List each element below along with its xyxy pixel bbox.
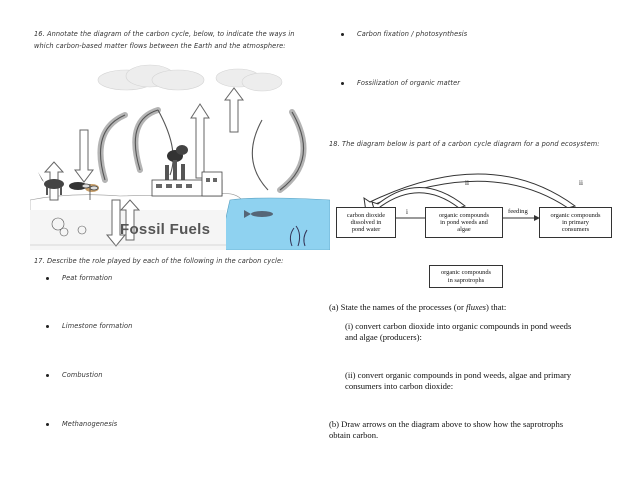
q18-part-a: (a) State the names of the processes (or… [329,302,506,312]
box-carbon-dioxide: carbon dioxide dissolved in pond water [336,207,396,238]
bullet-icon [341,81,344,85]
label-ii-left: ii [465,179,469,187]
fish-illustration [244,210,273,218]
part-b-line: (b) Draw arrows on the diagram above to … [329,419,564,429]
decomposers-illustration [51,217,87,237]
q17-item-peat: Peat formation [62,274,113,282]
q18-part-a-ii: (ii) convert organic compounds in pond w… [345,370,571,392]
plant-illustration [81,183,99,200]
part-a-i-line: (i) convert carbon dioxide into organic … [345,321,572,331]
part-a-italic: fluxes [465,302,487,312]
box-line: organic compounds [550,211,601,219]
bullet-icon [46,276,49,280]
q17-heading: 17. Describe the role played by each of … [34,257,284,265]
box-line: in saprotrophs [447,276,485,284]
q17-item-limestone: Limestone formation [62,322,133,330]
part-b-line: obtain carbon. [329,430,379,440]
label-i: i [406,208,408,216]
q16-line1: 16. Annotate the diagram of the carbon c… [34,30,295,38]
q18-part-b: (b) Draw arrows on the diagram above to … [329,419,563,441]
fossil-fuels-label: Fossil Fuels [120,221,211,238]
list-item: Methanogenesis [46,420,117,428]
label-feeding: feeding [508,208,528,215]
box-line: pond water [351,226,381,234]
factory-illustration [151,145,223,197]
q16-line2: which carbon-based matter flows between … [34,42,286,50]
bullet-icon [46,422,49,426]
label-ii-right: ii [579,179,583,187]
box-line: consumers [561,226,590,234]
box-pond-weeds: organic compounds in pond weeds and alga… [425,207,503,238]
clouds [97,64,283,92]
water-body [219,197,330,250]
list-item: Fossilization of organic matter [341,79,460,87]
part-a-i-line: and algae (producers): [345,332,422,342]
q18-part-a-i: (i) convert carbon dioxide into organic … [345,321,571,343]
carbon-cycle-diagram [30,64,330,250]
list-item: Carbon fixation / photosynthesis [341,30,467,38]
box-line: in primary [562,218,589,226]
list-item: Combustion [46,371,103,379]
box-line: organic compounds [438,211,490,219]
list-item: Peat formation [46,274,112,282]
list-item: Limestone formation [46,322,132,330]
q17-item-combustion: Combustion [62,371,103,379]
q17-item-methanogenesis: Methanogenesis [62,420,118,428]
bullet-icon [46,324,49,328]
box-primary-consumers: organic compounds in primary consumers [539,207,612,238]
seaweed-illustration [289,225,308,247]
box-line: in pond weeds and [440,218,488,226]
box-line: carbon dioxide [346,211,386,219]
bullet-carbon-fixation: Carbon fixation / photosynthesis [357,30,468,38]
q18-heading: 18. The diagram below is part of a carbo… [329,140,600,148]
bullet-icon [46,373,49,377]
box-line: organic compounds [440,269,492,277]
bullet-fossilization: Fossilization of organic matter [357,79,461,87]
part-a-ii-line: (ii) convert organic compounds in pond w… [345,370,572,380]
part-a-ii-line: consumers into carbon dioxide: [345,381,454,391]
part-a-suffix: ) that: [486,302,507,312]
box-line: dissolved in [350,218,382,226]
bullet-icon [341,32,344,36]
box-line: algae [457,226,471,234]
box-saprotrophs: organic compounds in saprotrophs [429,265,503,288]
part-a-text: (a) State the names of the processes (or [329,302,466,312]
